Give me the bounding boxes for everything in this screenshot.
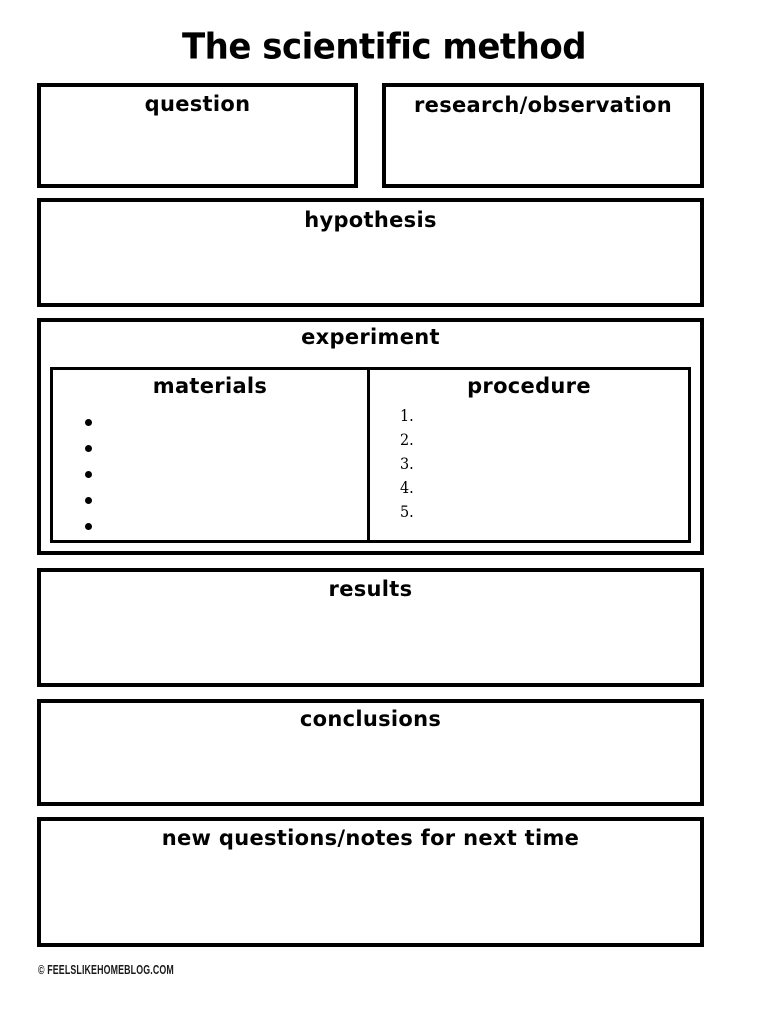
list-item (53, 409, 367, 435)
list-item: 3. (400, 454, 414, 473)
procedure-label: procedure (467, 374, 591, 398)
procedure-number-list: 1. 2. 3. 4. 5. (400, 404, 659, 524)
question-label: question (144, 92, 251, 116)
list-item (53, 513, 367, 539)
section-conclusions: conclusions (37, 699, 704, 806)
list-item: 1. (400, 406, 414, 425)
section-results: results (37, 568, 704, 687)
hypothesis-label: hypothesis (304, 208, 437, 232)
bullet-icon (85, 496, 92, 504)
experiment-label: experiment (301, 325, 440, 349)
bullet-icon (85, 444, 92, 452)
section-research-observation: research/observation (382, 83, 704, 188)
materials-label: materials (152, 374, 268, 398)
conclusions-label: conclusions (299, 707, 442, 731)
results-label: results (328, 577, 413, 601)
bullet-icon (85, 470, 92, 478)
list-item: 5. (400, 502, 414, 521)
research-observation-label: research/observation (414, 93, 672, 117)
bullet-icon (85, 522, 92, 530)
list-item: 4. (400, 478, 414, 497)
list-item: 2. (400, 430, 414, 449)
bullet-icon (85, 418, 92, 426)
section-question: question (37, 83, 358, 188)
list-item (53, 435, 367, 461)
section-new-questions: new questions/notes for next time (37, 817, 704, 947)
procedure-cell: procedure 1. 2. 3. 4. 5. (370, 370, 688, 540)
list-item (53, 487, 367, 513)
list-item (53, 461, 367, 487)
new-questions-label: new questions/notes for next time (161, 826, 580, 850)
footer-credit: © feelslikehomeblog.com (38, 962, 174, 977)
section-hypothesis: hypothesis (37, 198, 704, 307)
experiment-table: materials procedure 1. 2. 3. 4. 5. (50, 367, 691, 543)
materials-bullet-list (53, 409, 367, 539)
materials-cell: materials (53, 370, 370, 540)
page-title: The scientific method (181, 26, 587, 68)
